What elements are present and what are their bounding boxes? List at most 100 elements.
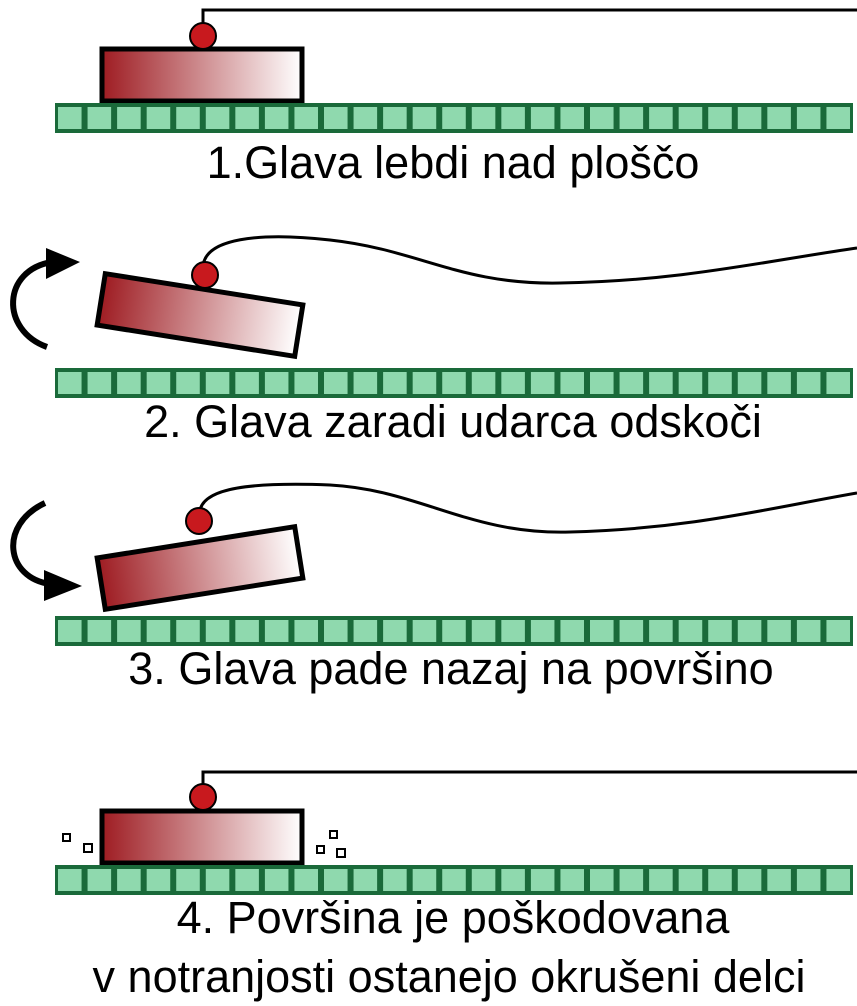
arrowhead bbox=[46, 248, 80, 279]
platter-tile bbox=[826, 372, 850, 394]
panel-step-3: 3. Glava pade nazaj na površino bbox=[10, 482, 857, 694]
platter-tile bbox=[117, 869, 141, 891]
platter-tile bbox=[442, 620, 466, 642]
platter-tile bbox=[796, 107, 821, 129]
platter-tile bbox=[58, 869, 82, 891]
platter-tile bbox=[767, 372, 791, 394]
platter-tile bbox=[530, 869, 555, 891]
disk-platter bbox=[55, 616, 853, 646]
platter-tile bbox=[353, 372, 378, 394]
pivot-icon bbox=[191, 261, 219, 289]
platter-tile bbox=[324, 107, 348, 129]
platter-tile bbox=[235, 620, 259, 642]
platter-tile bbox=[294, 620, 318, 642]
platter-tile bbox=[205, 869, 230, 891]
platter-tile bbox=[501, 107, 525, 129]
platter-tile bbox=[442, 869, 466, 891]
read-write-head bbox=[99, 46, 305, 104]
platter-tile bbox=[560, 372, 584, 394]
platter-tile bbox=[826, 107, 850, 129]
platter-tile bbox=[205, 107, 230, 129]
platter-tile bbox=[560, 620, 584, 642]
platter-tile bbox=[176, 107, 200, 129]
platter-tile bbox=[87, 620, 112, 642]
platter-tile bbox=[678, 620, 703, 642]
pivot-icon bbox=[189, 22, 217, 50]
platter-tile bbox=[560, 869, 584, 891]
debris-particles-icon bbox=[62, 830, 346, 858]
platter-tile bbox=[117, 107, 141, 129]
platter-tile bbox=[471, 869, 496, 891]
platter-tile bbox=[501, 869, 525, 891]
platter-tile bbox=[708, 869, 732, 891]
platter-tile bbox=[649, 372, 673, 394]
platter-tile bbox=[796, 372, 821, 394]
read-write-head bbox=[94, 523, 306, 613]
platter-tile bbox=[708, 372, 732, 394]
platter-tile bbox=[176, 620, 200, 642]
curved-arrow-up-icon bbox=[10, 259, 53, 350]
platter-tile bbox=[146, 620, 171, 642]
platter-tile bbox=[353, 620, 378, 642]
platter-tile bbox=[649, 869, 673, 891]
platter-tile bbox=[324, 620, 348, 642]
platter-tile bbox=[264, 372, 289, 394]
platter-tile bbox=[235, 107, 259, 129]
platter-tile bbox=[294, 372, 318, 394]
platter-tile bbox=[264, 620, 289, 642]
platter-tile bbox=[117, 372, 141, 394]
platter-tile bbox=[353, 107, 378, 129]
platter-tile bbox=[649, 107, 673, 129]
platter-tile bbox=[767, 869, 791, 891]
caption-step-3: 3. Glava pade nazaj na površino bbox=[128, 643, 773, 694]
platter-tile bbox=[235, 372, 259, 394]
platter-tile bbox=[678, 372, 703, 394]
platter-tile bbox=[619, 869, 644, 891]
platter-tile bbox=[58, 372, 82, 394]
platter-tile bbox=[737, 107, 762, 129]
platter-tile bbox=[205, 372, 230, 394]
read-write-head bbox=[94, 270, 306, 360]
platter-tile bbox=[176, 372, 200, 394]
platter-tile bbox=[117, 620, 141, 642]
platter-tile bbox=[708, 620, 732, 642]
platter-tile bbox=[383, 620, 407, 642]
platter-tile bbox=[826, 620, 850, 642]
platter-tile bbox=[530, 372, 555, 394]
platter-tile bbox=[146, 372, 171, 394]
arm-wire bbox=[201, 235, 857, 285]
platter-tile bbox=[590, 869, 614, 891]
platter-tile bbox=[353, 869, 378, 891]
platter-tile bbox=[146, 869, 171, 891]
caption-step-4-line-1: 4. Površina je poškodovana bbox=[177, 892, 731, 943]
platter-tile bbox=[619, 372, 644, 394]
platter-tile bbox=[619, 620, 644, 642]
platter-tile bbox=[205, 620, 230, 642]
platter-tile bbox=[796, 869, 821, 891]
platter-tile bbox=[412, 620, 437, 642]
platter-tile bbox=[708, 107, 732, 129]
platter-tile bbox=[264, 869, 289, 891]
platter-tile bbox=[58, 620, 82, 642]
caption-step-2: 2. Glava zaradi udarca odskoči bbox=[144, 396, 762, 447]
caption-step-1: 1.Glava lebdi nad ploščo bbox=[207, 137, 700, 188]
arm-wire bbox=[201, 8, 857, 32]
platter-tile bbox=[383, 107, 407, 129]
arrowhead bbox=[44, 570, 82, 601]
platter-tile bbox=[294, 107, 318, 129]
platter-tile bbox=[501, 372, 525, 394]
panel-step-4: 4. Površina je poškodovana v notranjosti… bbox=[55, 770, 857, 1002]
platter-tile bbox=[146, 107, 171, 129]
read-write-head bbox=[99, 808, 305, 866]
platter-tile bbox=[471, 107, 496, 129]
platter-tile bbox=[87, 372, 112, 394]
platter-tile bbox=[590, 620, 614, 642]
platter-tile bbox=[176, 869, 200, 891]
pivot-icon bbox=[185, 507, 213, 535]
platter-tile bbox=[737, 869, 762, 891]
platter-tile bbox=[383, 869, 407, 891]
platter-tile bbox=[471, 620, 496, 642]
platter-tile bbox=[235, 869, 259, 891]
